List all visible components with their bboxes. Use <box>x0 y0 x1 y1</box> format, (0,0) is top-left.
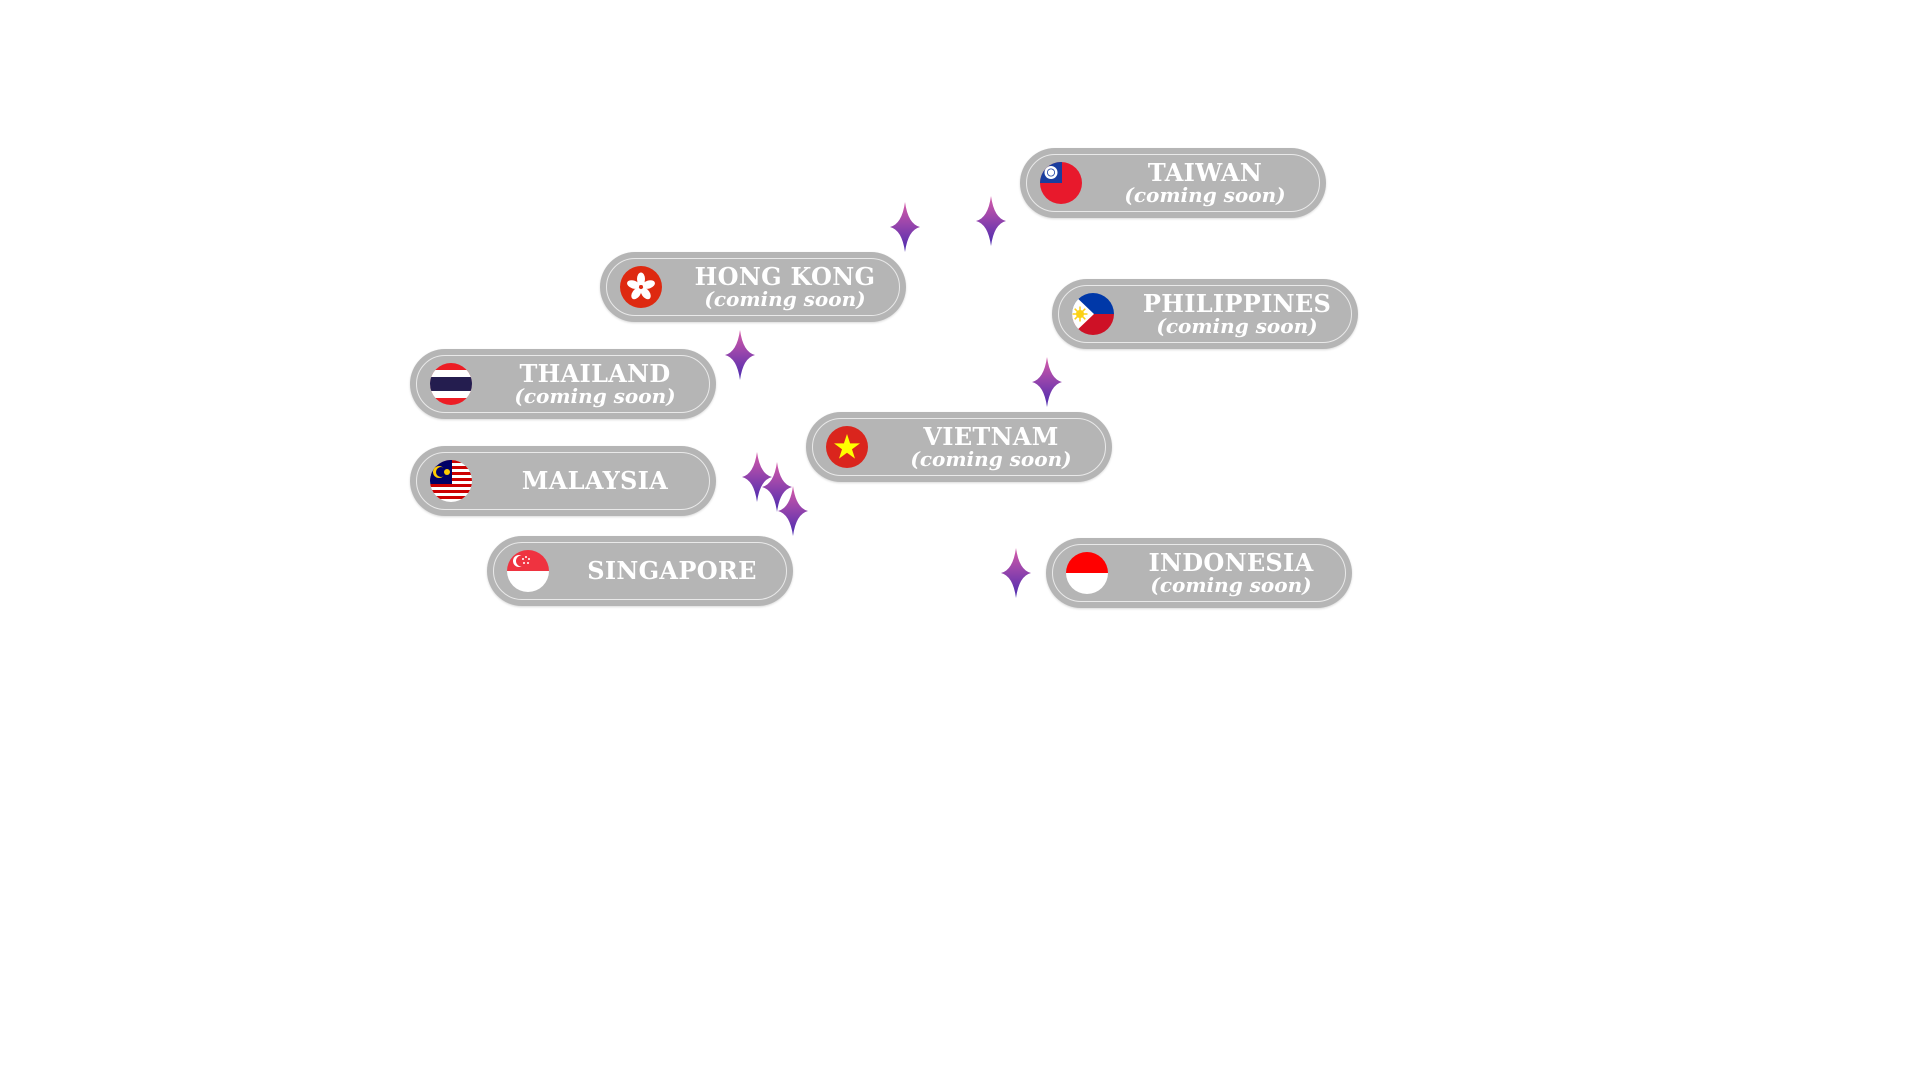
country-button-vietnam[interactable]: VIETNAM (coming soon) <box>806 412 1112 482</box>
sparkle-icon <box>890 202 920 252</box>
country-button-indonesia[interactable]: INDONESIA (coming soon) <box>1046 538 1352 608</box>
taiwan-flag-icon <box>1040 162 1082 204</box>
sparkle-icon <box>762 462 792 512</box>
country-button-malaysia[interactable]: MALAYSIA <box>410 446 716 516</box>
country-button-philippines[interactable]: PHILIPPINES (coming soon) <box>1052 279 1358 349</box>
country-button-singapore[interactable]: SINGAPORE <box>487 536 793 606</box>
indonesia-flag-icon <box>1066 552 1108 594</box>
country-name: THAILAND <box>519 359 671 388</box>
country-name: TAIWAN <box>1147 158 1263 187</box>
country-name: HONG KONG <box>694 262 876 291</box>
country-name: PHILIPPINES <box>1142 289 1332 318</box>
country-name: SINGAPORE <box>587 556 757 585</box>
coming-soon-label: (coming soon) <box>1150 573 1312 597</box>
sparkle-icon <box>1032 357 1062 407</box>
hong-kong-flag-icon <box>620 266 662 308</box>
country-button-hong-kong[interactable]: HONG KONG (coming soon) <box>600 252 906 322</box>
country-name: MALAYSIA <box>521 466 669 495</box>
coming-soon-label: (coming soon) <box>514 384 676 408</box>
sparkle-icon <box>976 196 1006 246</box>
vietnam-flag-icon <box>826 426 868 468</box>
sparkle-icon <box>742 452 772 502</box>
thailand-flag-icon <box>430 363 472 405</box>
coming-soon-label: (coming soon) <box>1124 183 1286 207</box>
philippines-flag-icon <box>1072 293 1114 335</box>
malaysia-flag-icon <box>430 460 472 502</box>
country-button-taiwan[interactable]: TAIWAN (coming soon) <box>1020 148 1326 218</box>
country-button-thailand[interactable]: THAILAND (coming soon) <box>410 349 716 419</box>
coming-soon-label: (coming soon) <box>704 287 866 311</box>
coming-soon-label: (coming soon) <box>1156 314 1318 338</box>
singapore-flag-icon <box>507 550 549 592</box>
country-name: VIETNAM <box>923 422 1059 451</box>
coming-soon-label: (coming soon) <box>910 447 1072 471</box>
sparkle-icon <box>725 330 755 380</box>
sparkle-icon <box>778 486 808 536</box>
country-name: INDONESIA <box>1148 548 1314 577</box>
sparkle-icon <box>1001 548 1031 598</box>
